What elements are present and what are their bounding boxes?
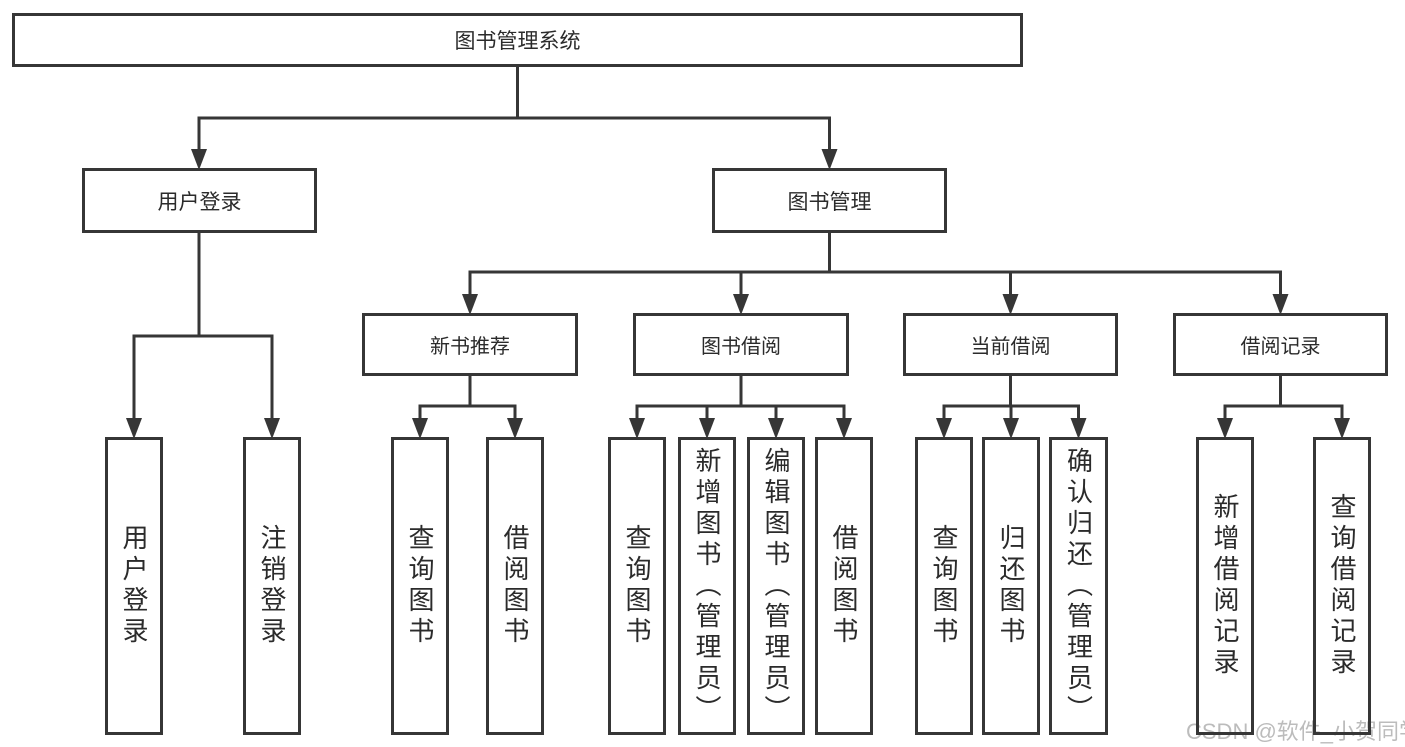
arrowhead-icon [191,149,207,170]
node-borrow-records: 借阅记录 [1173,313,1388,376]
arrowhead-icon [462,294,478,315]
node-label: 借阅图书 [500,524,530,648]
node-user-login: 用户登录 [82,168,317,233]
node-user-login-leaf: 用户登录 [105,437,163,735]
node-book-mgmt: 图书管理 [712,168,947,233]
arrowhead-icon [1217,418,1233,439]
arrowhead-icon [629,418,645,439]
node-label: 用户登录 [119,524,149,648]
node-new-book-rec: 新书推荐 [362,313,578,376]
node-logout-leaf: 注销登录 [243,437,301,735]
node-label: 新增借阅记录 [1210,493,1240,679]
arrowhead-icon [733,294,749,315]
node-return-book: 归还图书 [982,437,1040,735]
arrowhead-icon [936,418,952,439]
arrowhead-icon [412,418,428,439]
node-label: 编辑图书（管理员） [761,446,791,726]
node-label: 查询借阅记录 [1327,493,1357,679]
arrowhead-icon [768,418,784,439]
node-root: 图书管理系统 [12,13,1023,67]
node-borrow-books-rec: 借阅图书 [486,437,544,735]
node-confirm-return-admin: 确认归还（管理员） [1049,437,1108,735]
node-label: 图书管理系统 [454,30,581,53]
node-label: 归还图书 [996,524,1026,648]
node-query-borrow-record: 查询借阅记录 [1313,437,1371,735]
node-label: 用户登录 [157,190,242,214]
node-label: 确认归还（管理员） [1063,446,1094,726]
node-query-books-rec: 查询图书 [391,437,449,735]
node-add-book-admin: 新增图书（管理员） [678,437,736,735]
node-label: 查询图书 [405,524,435,648]
node-edit-book-admin: 编辑图书（管理员） [747,437,805,735]
node-label: 图书借阅 [701,336,781,358]
arrowhead-icon [126,418,142,439]
node-borrow-books-2: 借阅图书 [815,437,873,735]
arrowhead-icon [1002,294,1019,315]
node-add-borrow-record: 新增借阅记录 [1196,437,1254,735]
arrowhead-icon [836,418,852,439]
node-query-books-borrow: 查询图书 [608,437,666,735]
node-label: 查询图书 [929,524,959,648]
node-label: 图书管理 [787,190,872,214]
node-query-books-current: 查询图书 [915,437,973,735]
arrowhead-icon [699,418,715,439]
node-book-borrow: 图书借阅 [633,313,849,376]
node-label: 新增图书（管理员） [692,446,722,726]
arrowhead-icon [1070,418,1087,439]
node-label: 借阅记录 [1240,336,1321,358]
node-label: 查询图书 [622,524,652,648]
node-label: 借阅图书 [829,524,859,648]
arrowhead-icon [821,149,838,170]
arrowhead-icon [264,418,280,439]
node-label: 注销登录 [257,524,287,648]
node-label: 当前借阅 [970,336,1051,358]
arrowhead-icon [507,418,523,439]
arrowhead-icon [1003,418,1019,439]
arrowhead-icon [1334,418,1350,439]
node-current-borrow: 当前借阅 [903,313,1118,376]
arrowhead-icon [1272,294,1289,315]
node-label: 新书推荐 [430,336,510,358]
